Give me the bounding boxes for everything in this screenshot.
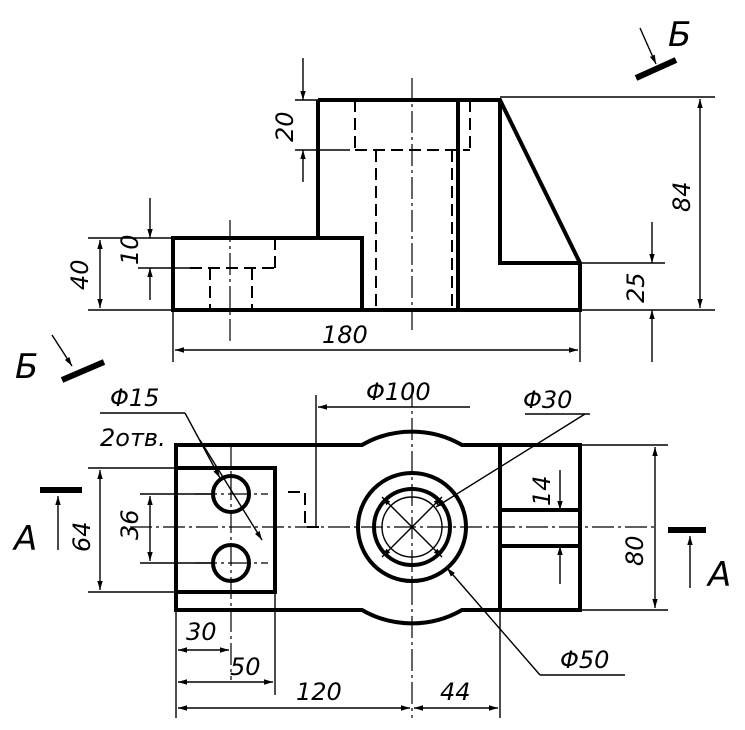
dim-44: 44 [440, 678, 471, 706]
dim-phi30: Φ30 [523, 386, 572, 414]
front-view-hidden-lines [190, 100, 471, 310]
dim-phi100: Φ100 [366, 378, 431, 406]
dim-phi50: Φ50 [560, 646, 609, 674]
dim-120: 120 [296, 678, 342, 706]
section-a-marks: А А [12, 487, 731, 595]
dim-36: 36 [116, 509, 144, 540]
top-view-dimensions: Φ100 Φ30 Φ15 2отв. 64 36 14 80 [68, 378, 668, 718]
dim-20: 20 [271, 111, 299, 142]
dim-64: 64 [68, 521, 96, 552]
section-label-b-top: Б [668, 15, 691, 55]
top-view-lug [176, 466, 277, 594]
dim-phi15: Φ15 [110, 384, 159, 412]
section-b-marks: Б Б [15, 15, 691, 387]
section-label-b-left: Б [15, 347, 38, 387]
section-label-a-left: А [12, 519, 37, 559]
dim-80: 80 [621, 535, 649, 566]
front-view [171, 78, 582, 345]
front-view-center-lines [229, 78, 413, 345]
dim-50: 50 [230, 653, 261, 681]
dim-holes-count: 2отв. [100, 424, 166, 452]
dim-14: 14 [528, 475, 556, 506]
section-label-a-right: А [706, 555, 731, 595]
dim-40: 40 [66, 259, 94, 290]
dim-25: 25 [622, 272, 650, 303]
dim-30: 30 [186, 618, 217, 646]
top-view-hidden-step [288, 491, 320, 528]
front-view-outline [171, 98, 582, 312]
dim-10: 10 [116, 234, 144, 265]
front-view-dimensions: 20 84 25 40 10 180 [66, 58, 715, 362]
dim-180: 180 [322, 321, 368, 349]
dim-84: 84 [668, 181, 696, 212]
